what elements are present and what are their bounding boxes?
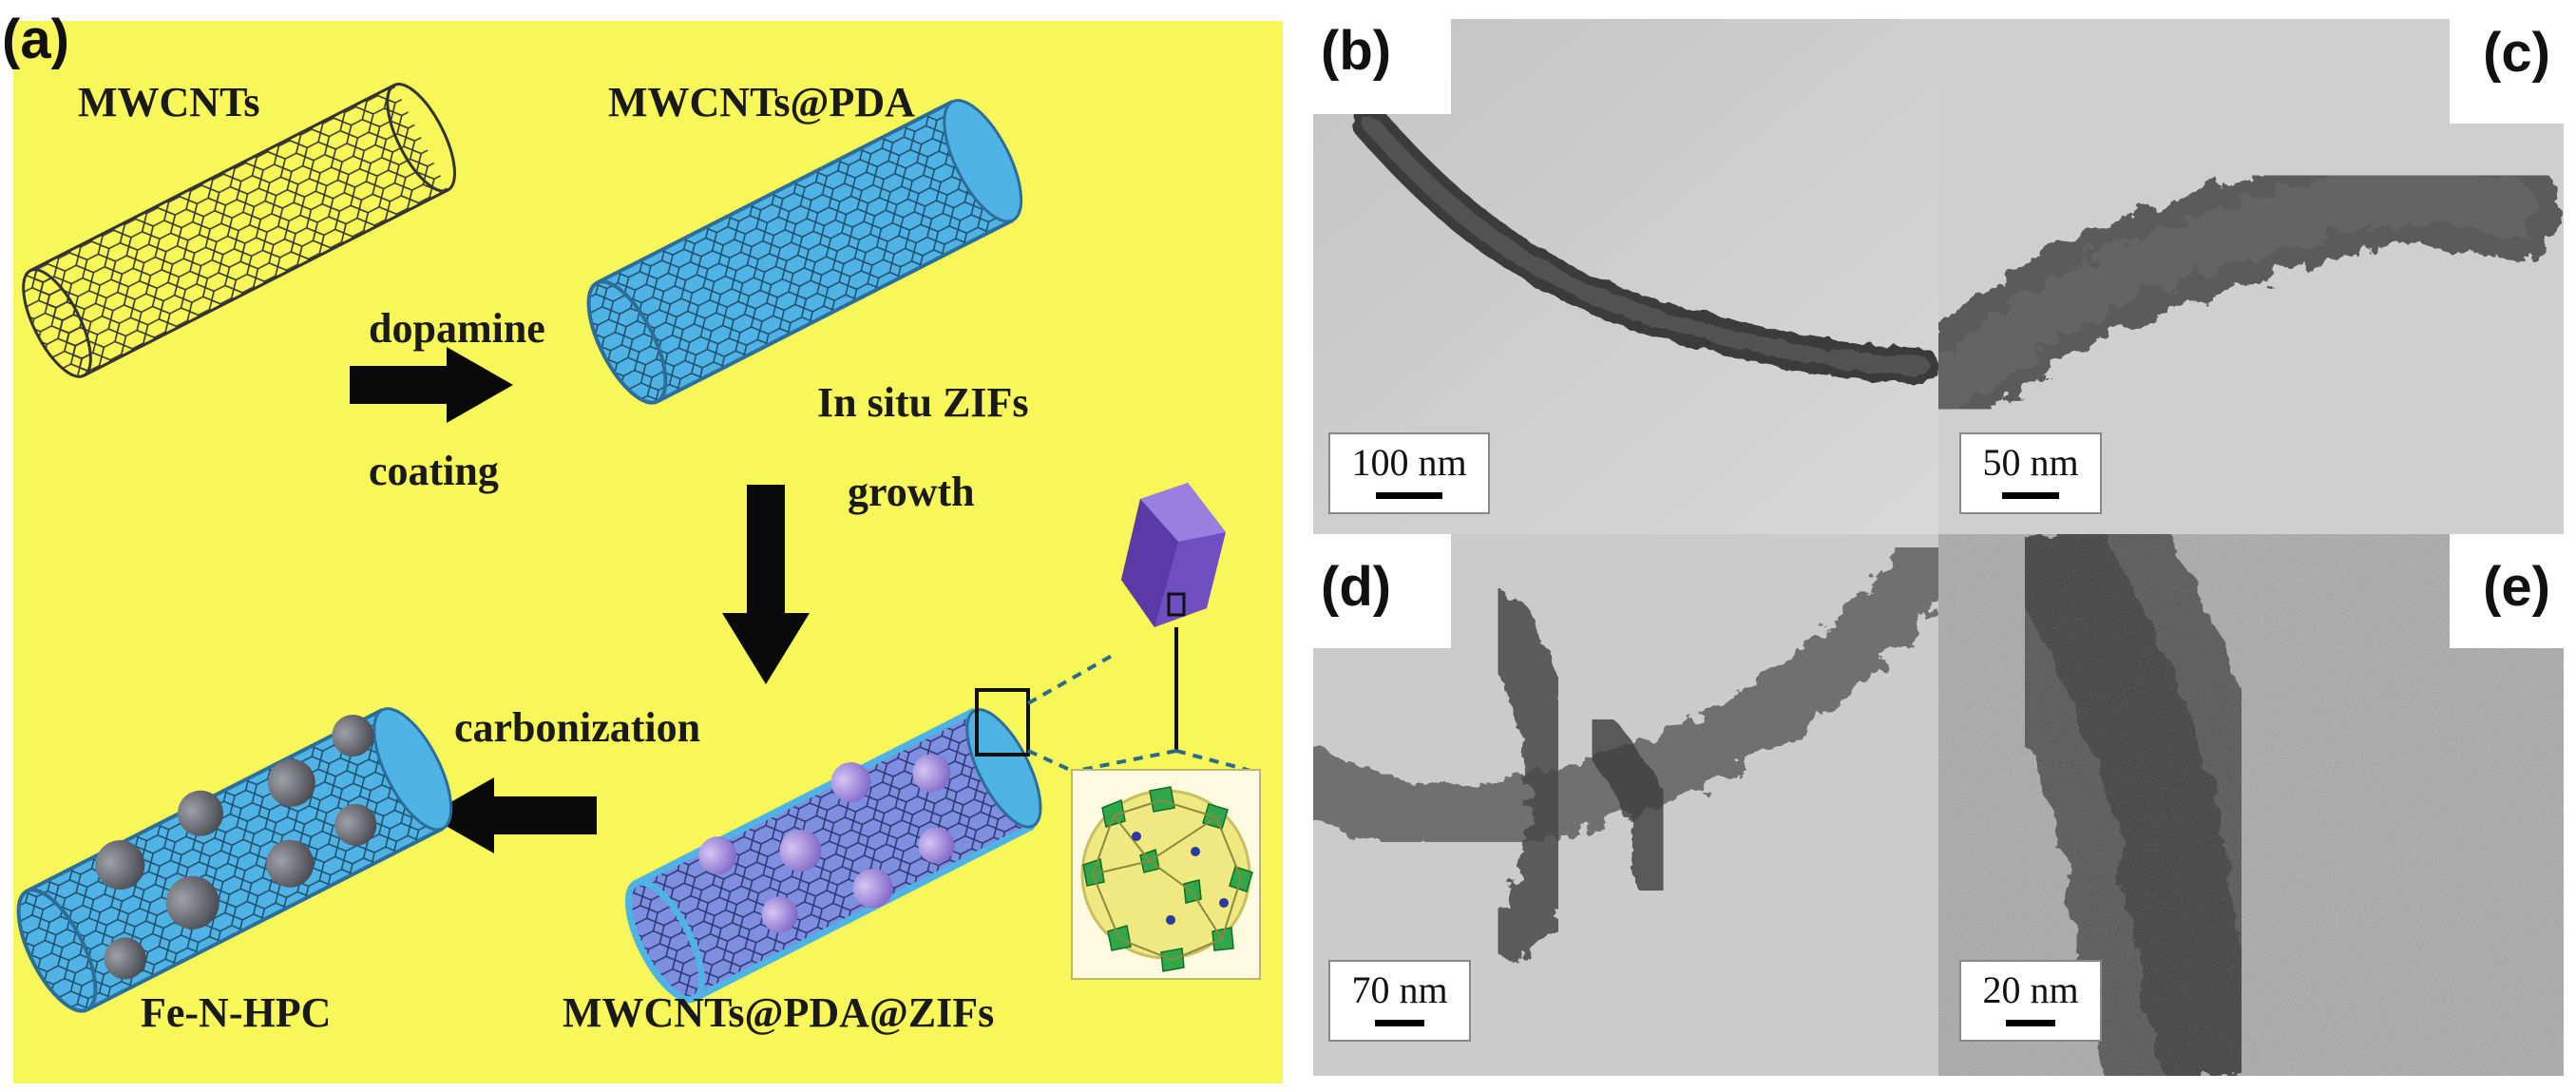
tem-panel-e: (e) 20 nm [1938, 534, 2564, 1076]
zif-crystal-icon [1080, 483, 1255, 774]
label-growth: growth [848, 469, 975, 515]
mwcnt-pda-zif-tube [624, 707, 1042, 1004]
panel-letter-c: (c) [2483, 22, 2550, 84]
arrow-down-icon [722, 485, 810, 684]
tem-panel-d: (d) 70 nm [1313, 534, 1938, 1076]
zoom-box [975, 688, 1030, 757]
label-in-situ-zifs: In situ ZIFs [817, 379, 1029, 426]
label-coating: coating [369, 448, 499, 494]
tem-panel-b: (b) 100 nm [1313, 19, 1938, 534]
arrow-right-icon [350, 347, 513, 423]
fe-n-hpc-tube [16, 707, 453, 1013]
scale-label-b: 100 nm [1351, 441, 1467, 484]
scale-bar-b: 100 nm [1328, 432, 1490, 514]
label-fe-n-hpc: Fe-N-HPC [141, 989, 332, 1036]
label-mwcnts: MWCNTs [78, 79, 260, 125]
label-carbonization: carbonization [454, 704, 701, 751]
label-mwcnts-pda: MWCNTs@PDA [608, 79, 915, 125]
mwcnt-pda-tube [586, 99, 1023, 405]
schematic-drawing [13, 21, 1283, 1083]
scale-label-e: 20 nm [1982, 968, 2079, 1011]
panel-letter-b: (b) [1321, 20, 1392, 82]
tem-panel-c: (c) 50 nm [1938, 19, 2564, 534]
schematic-panel: (a) MWCNTs MWCNTs@PDA dopamine coating I… [2, 9, 1283, 1083]
label-dopamine: dopamine [369, 305, 545, 352]
panel-letter-a: (a) [2, 9, 69, 70]
scale-label-c: 50 nm [1982, 441, 2079, 484]
zif-framework-icon [1071, 769, 1261, 980]
scale-bar-d: 70 nm [1328, 960, 1471, 1042]
scale-bar-e: 20 nm [1959, 960, 2102, 1042]
scale-label-d: 70 nm [1351, 968, 1448, 1011]
panel-letter-d: (d) [1321, 556, 1392, 618]
arrow-left-icon [428, 777, 597, 853]
label-mwcnts-pda-zifs: MWCNTs@PDA@ZIFs [563, 989, 995, 1036]
panel-letter-e: (e) [2483, 556, 2550, 618]
scale-bar-c: 50 nm [1959, 432, 2102, 514]
mwcnt-tube [22, 82, 456, 378]
